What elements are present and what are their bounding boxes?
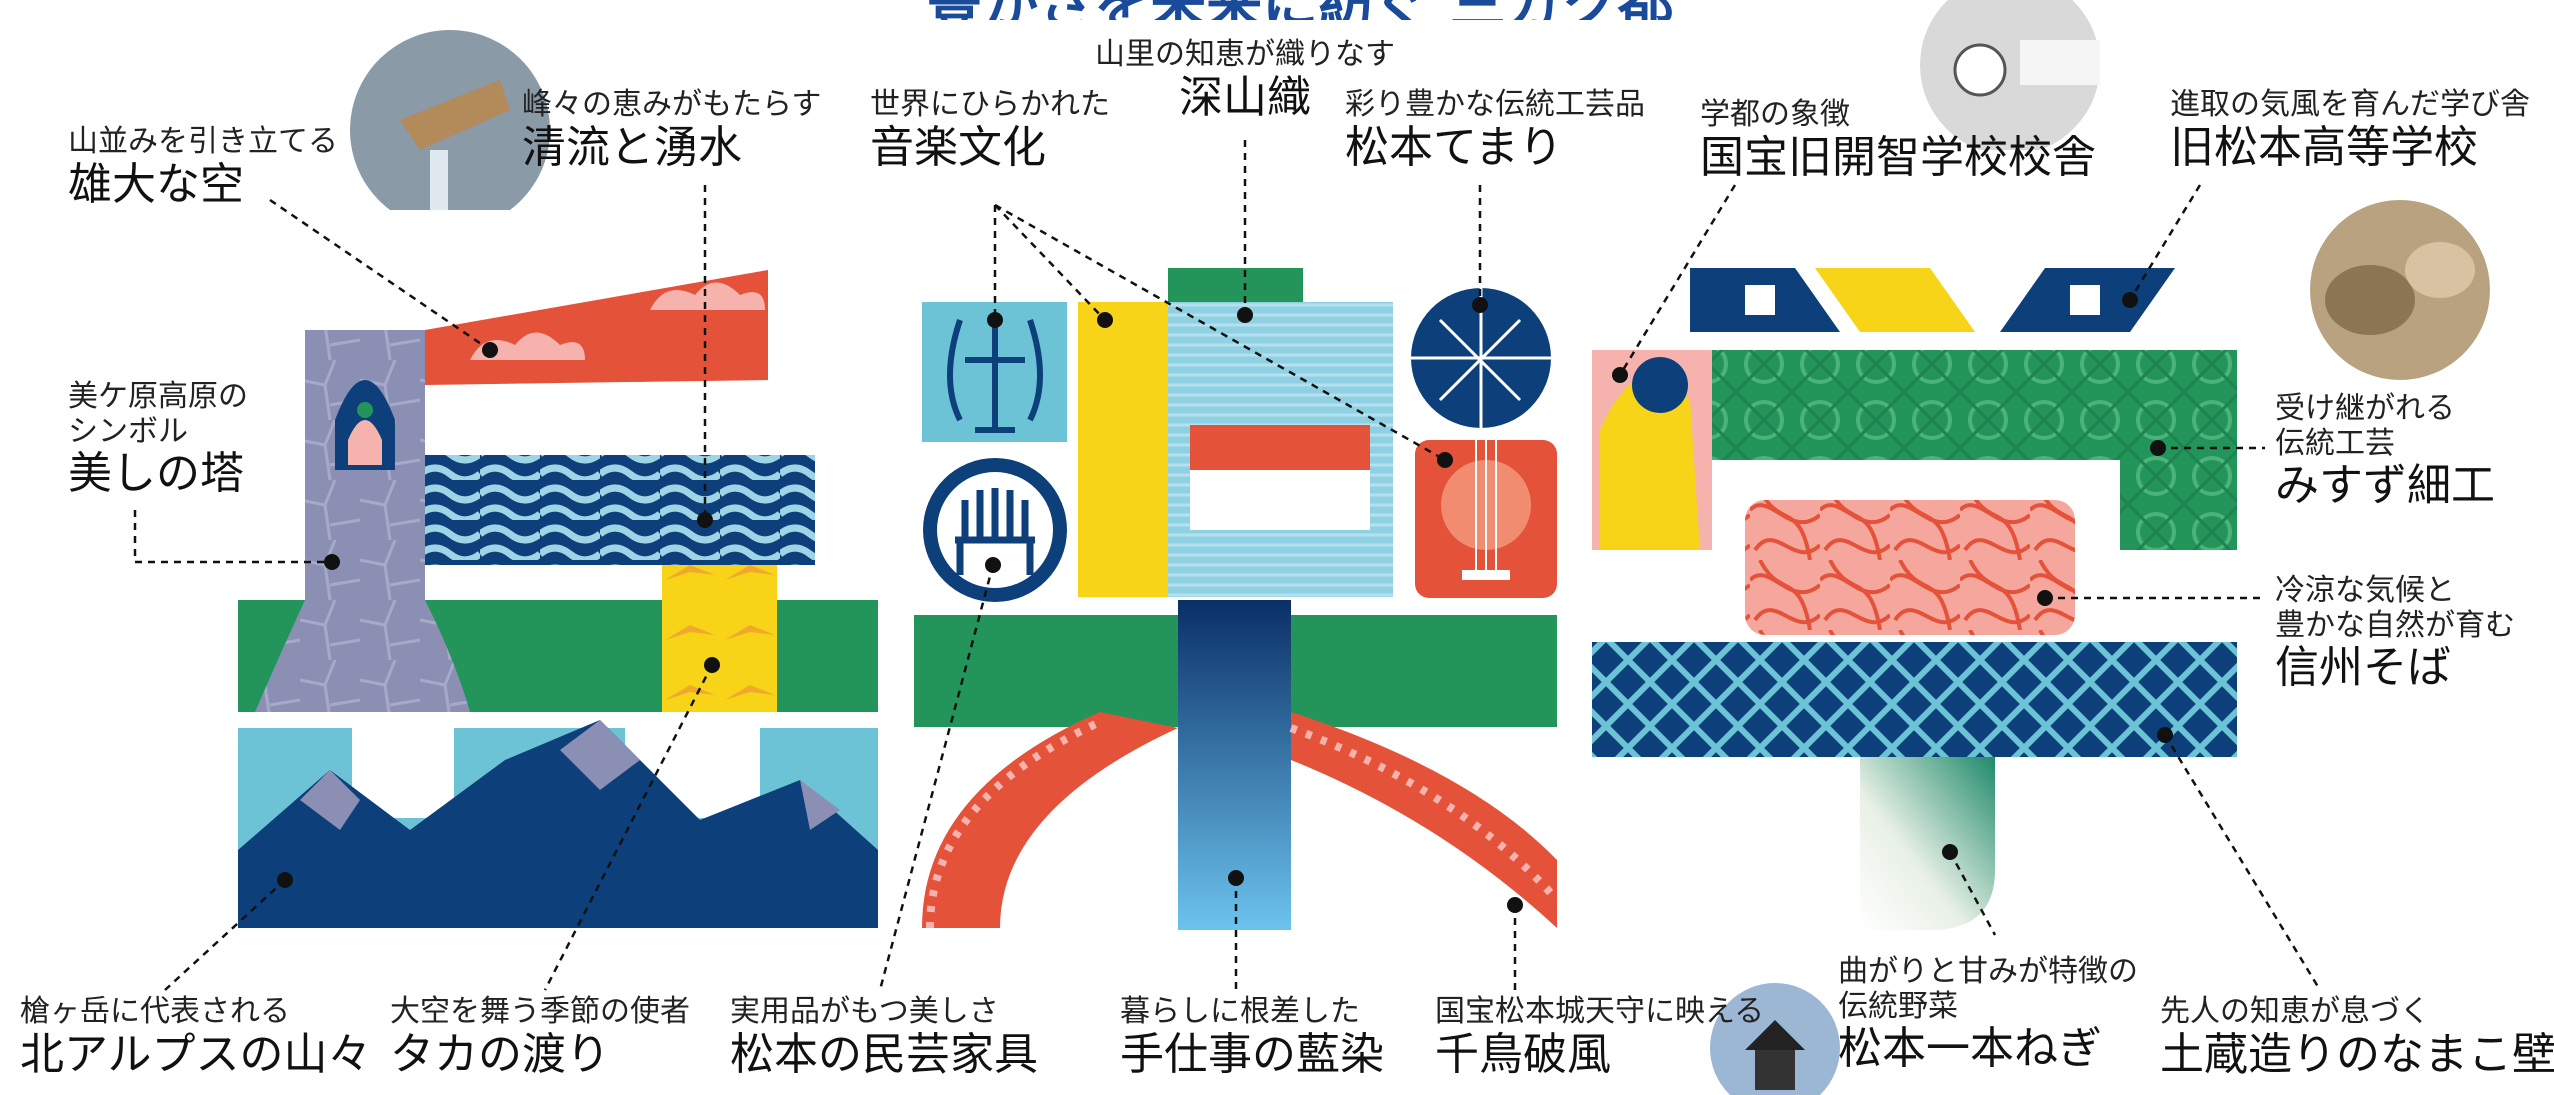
label-sora-big: 雄大な空 [68, 158, 244, 210]
label-kaichi-small: 学都の象徴 [1700, 97, 1850, 132]
label-namako-small: 先人の知恵が息づく [2160, 994, 2430, 1029]
namako-wall [1592, 642, 2237, 757]
label-koto-small: 進取の気風を育んだ学び舎 [2170, 87, 2530, 122]
label-negi: 曲がりと甘みが特徴の 伝統野菜 松本一本ねぎ [1838, 954, 2138, 1075]
basket-photo-icon [2310, 200, 2490, 380]
label-negi-small1: 曲がりと甘みが特徴の [1838, 954, 2138, 989]
label-namako: 先人の知恵が息づく 土蔵造りのなまこ壁 [2160, 994, 2554, 1080]
label-miyama: 山里の知恵が織りなす 深山織 [1090, 37, 1400, 123]
label-sora-small: 山並みを引き立てる [68, 124, 338, 159]
label-chidori-small: 国宝松本城天守に映える [1435, 994, 1765, 1029]
label-koto: 進取の気風を育んだ学び舎 旧松本高等学校 [2170, 87, 2530, 173]
glyph-gaku-mountain [238, 270, 878, 928]
label-negi-big: 松本一本ねぎ [1838, 1023, 2102, 1074]
label-aizome-small: 暮らしに根差した [1120, 994, 1360, 1029]
label-misuzu-small1: 受け継がれる [2275, 391, 2455, 426]
poster-title: 豊かさを未来に紡ぐ 三ガク都 [650, 0, 1950, 20]
label-mingei: 実用品がもつ美しさ 松本の民芸家具 [730, 994, 1038, 1080]
label-misuzu: 受け継がれる 伝統工芸 みすず細工 [2275, 391, 2495, 512]
label-sora: 山並みを引き立てる 雄大な空 [68, 124, 338, 210]
label-taka-small: 大空を舞う季節の使者 [390, 994, 690, 1029]
label-negi-small2: 伝統野菜 [1838, 988, 1958, 1024]
label-miyama-small: 山里の知恵が織りなす [1095, 37, 1395, 72]
label-soba-small2: 豊かな自然が育む [2275, 607, 2515, 643]
label-temari-small: 彩り豊かな伝統工芸品 [1345, 87, 1645, 122]
label-kaichi-big: 国宝旧開智学校校舎 [1700, 131, 2096, 183]
label-tower-small2: シンボル [68, 413, 188, 449]
label-tower: 美ケ原高原の シンボル 美しの塔 [68, 379, 248, 500]
alps-shape [238, 720, 878, 928]
label-seiryu-big: 清流と湧水 [522, 121, 742, 173]
label-alps: 槍ヶ岳に代表される 北アルプスの山々 [20, 994, 372, 1080]
water-spout-photo-icon [350, 30, 550, 210]
chidori-right [1291, 712, 1557, 928]
label-ongaku-big: 音楽文化 [870, 121, 1046, 173]
label-miyama-big: 深山織 [1179, 71, 1311, 123]
label-chidori-big: 千鳥破風 [1435, 1028, 1611, 1080]
label-aizome: 暮らしに根差した 手仕事の藍染 [1120, 994, 1384, 1080]
leader-lines [133, 140, 2322, 991]
label-soba-big: 信州そば [2275, 642, 2451, 693]
label-alps-big: 北アルプスの山々 [20, 1028, 372, 1080]
label-chidori: 国宝松本城天守に映える 千鳥破風 [1435, 994, 1765, 1080]
label-misuzu-small2: 伝統工芸 [2275, 425, 2395, 461]
negi-shape [1860, 757, 1995, 930]
label-namako-big: 土蔵造りのなまこ壁 [2160, 1028, 2554, 1080]
label-mingei-big: 松本の民芸家具 [730, 1028, 1038, 1080]
leader-dots [277, 292, 2173, 913]
label-soba-small1: 冷涼な気候と [2275, 573, 2455, 608]
label-tower-small1: 美ケ原高原の [68, 379, 248, 414]
label-mingei-small: 実用品がもつ美しさ [730, 994, 999, 1029]
label-alps-small: 槍ヶ岳に代表される [20, 994, 290, 1029]
castle-photo-icon [1710, 983, 1840, 1095]
label-taka: 大空を舞う季節の使者 タカの渡り [390, 994, 690, 1080]
label-tower-big: 美しの塔 [68, 448, 244, 499]
label-aizome-big: 手仕事の藍染 [1120, 1028, 1384, 1080]
glyph-gaku-learning [1592, 268, 2237, 930]
label-temari-big: 松本てまり [1345, 121, 1563, 173]
tower-shape [255, 330, 470, 712]
label-koto-big: 旧松本高等学校 [2170, 121, 2478, 173]
label-taka-big: タカの渡り [390, 1028, 610, 1080]
glyph-gaku-music [914, 268, 1560, 930]
label-seiryu-small: 峰々の恵みがもたらす [522, 87, 822, 122]
label-misuzu-big: みすず細工 [2275, 460, 2495, 511]
label-kaichi: 学都の象徴 国宝旧開智学校校舎 [1700, 97, 2096, 183]
label-ongaku: 世界にひらかれた 音楽文化 [870, 87, 1110, 173]
hawk-block [662, 565, 777, 712]
label-soba: 冷涼な気候と 豊かな自然が育む 信州そば [2275, 573, 2515, 694]
chidori-left [922, 712, 1178, 928]
water-band [425, 455, 815, 565]
label-temari: 彩り豊かな伝統工芸品 松本てまり [1345, 87, 1645, 173]
soba-block [1745, 500, 2075, 635]
label-ongaku-small: 世界にひらかれた [870, 87, 1110, 122]
school-sign-photo-icon [1920, 0, 2100, 150]
label-seiryu: 峰々の恵みがもたらす 清流と湧水 [522, 87, 822, 173]
